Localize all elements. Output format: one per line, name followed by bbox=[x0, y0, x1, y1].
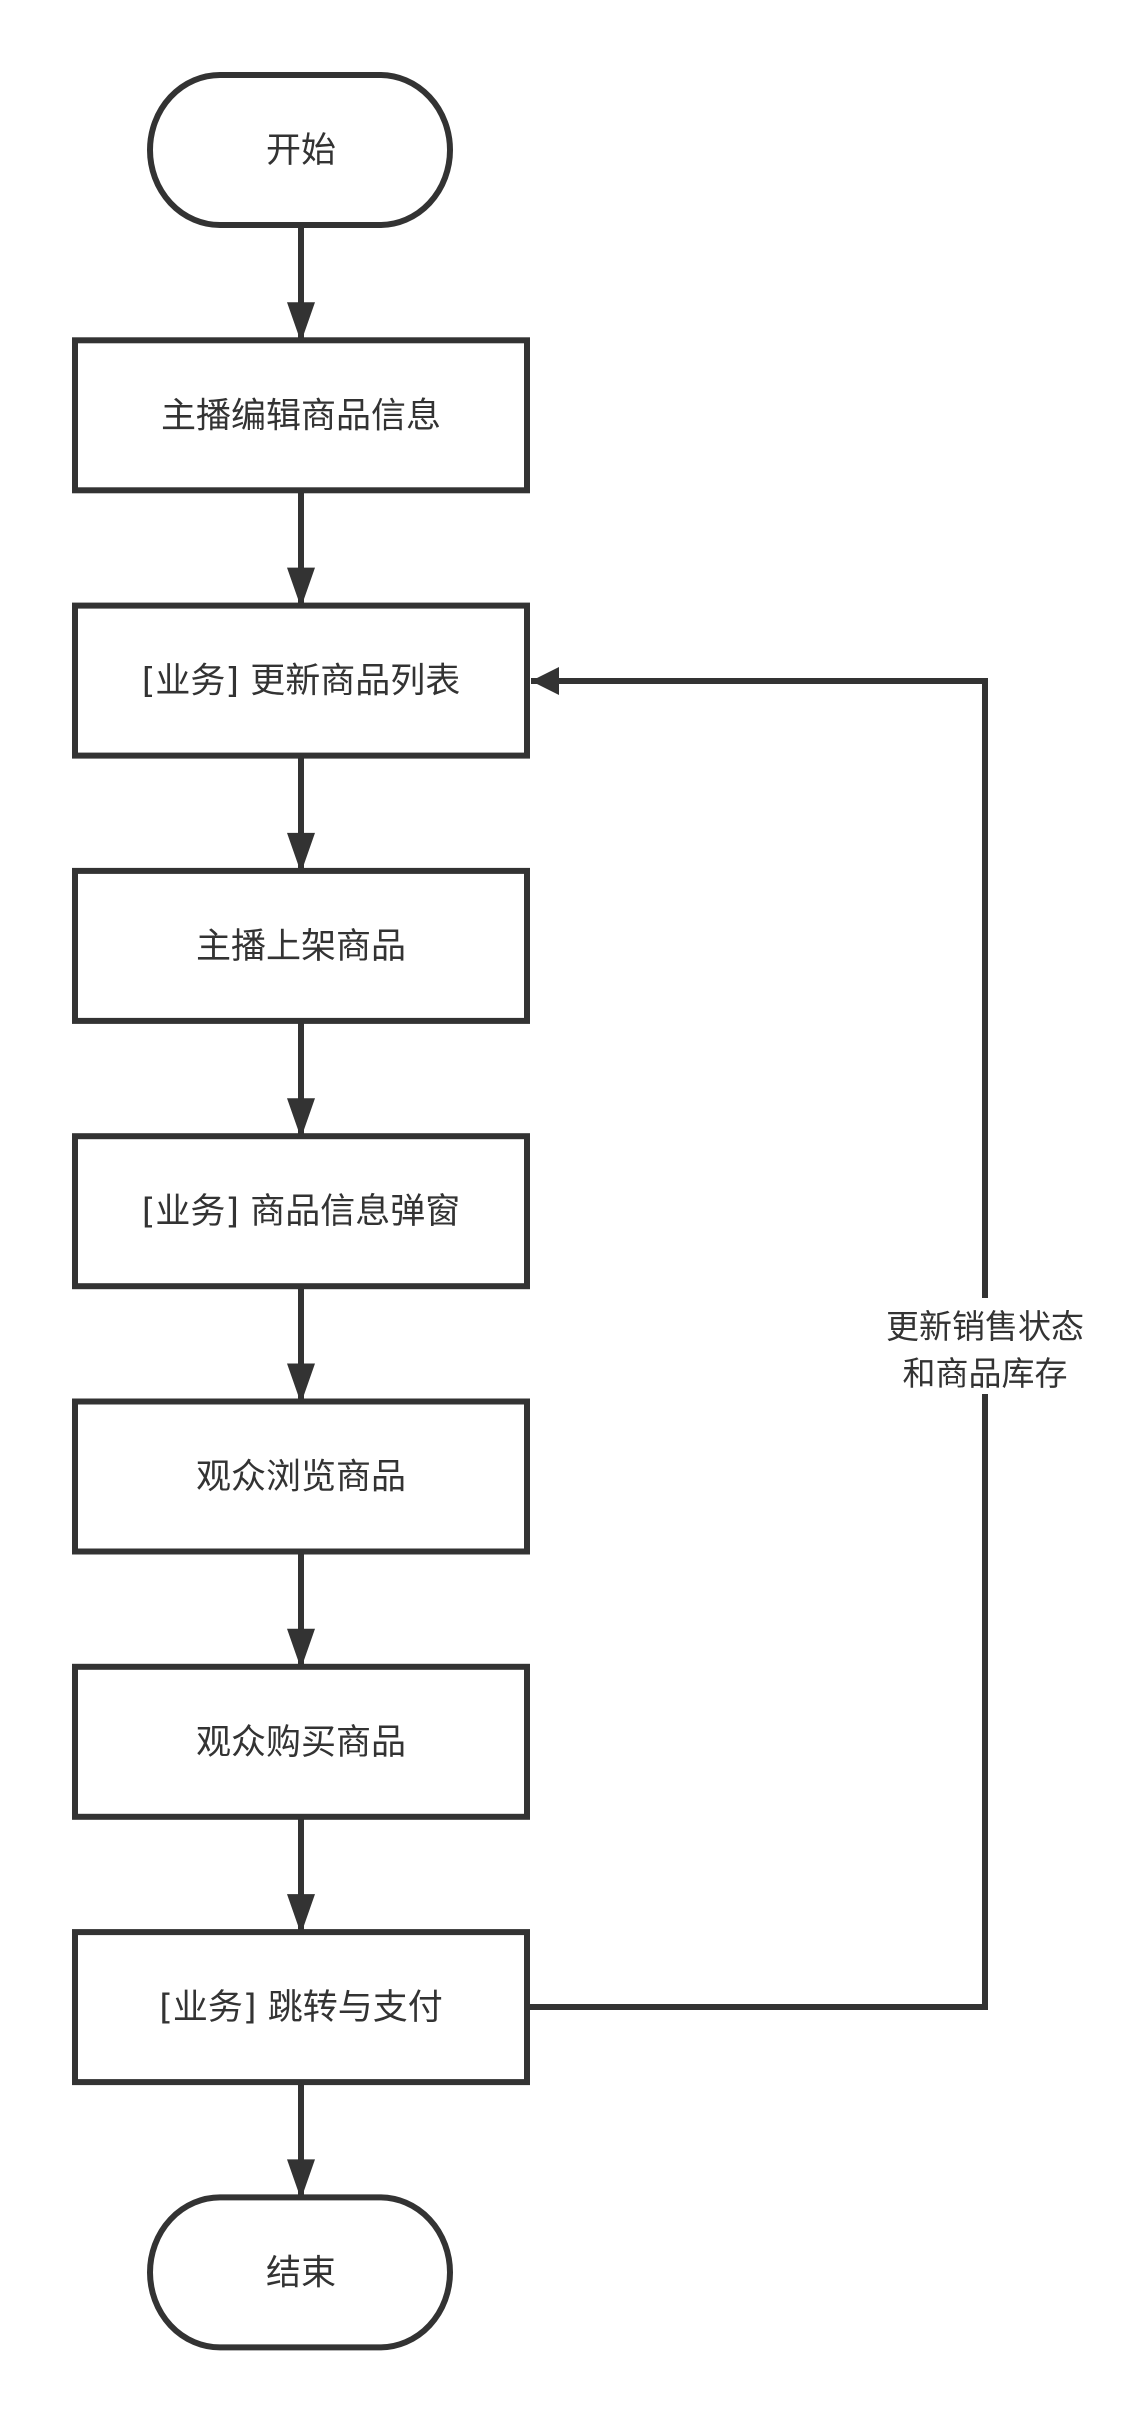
arrowhead-icon bbox=[287, 567, 315, 608]
process-box bbox=[72, 1929, 530, 2086]
arrowhead-icon bbox=[287, 832, 315, 873]
node-list-goods: 主播上架商品 bbox=[72, 867, 530, 1024]
node-browse: 观众浏览商品 bbox=[72, 1398, 530, 1555]
node-edit: 主播编辑商品信息 bbox=[72, 337, 530, 494]
loop-label-line-1: 更新销售状态 bbox=[886, 1307, 1084, 1346]
node-buy: 观众购买商品 bbox=[72, 1663, 530, 1820]
node-popup: [业务] 商品信息弹窗 bbox=[72, 1133, 530, 1290]
process-box bbox=[72, 1133, 530, 1290]
arrowhead-icon bbox=[287, 1894, 315, 1935]
arrowhead-icon bbox=[287, 1363, 315, 1404]
node-label: 主播编辑商品信息 bbox=[161, 396, 441, 436]
node-label: [业务] 跳转与支付 bbox=[159, 1988, 442, 2028]
node-label: 观众浏览商品 bbox=[196, 1458, 406, 1498]
terminator-shape bbox=[147, 72, 453, 228]
arrowhead-icon bbox=[287, 2159, 315, 2200]
loop-label-bg bbox=[860, 1298, 1110, 1394]
node-label: 主播上架商品 bbox=[196, 927, 406, 967]
process-box bbox=[72, 1398, 530, 1555]
process-box bbox=[72, 1663, 530, 1820]
loop-edge: 更新销售状态 和商品库存 bbox=[529, 667, 1110, 2010]
process-box bbox=[72, 602, 530, 759]
terminator-shape bbox=[147, 2194, 453, 2351]
arrowhead-icon bbox=[287, 1628, 315, 1669]
node-pay: [业务] 跳转与支付 bbox=[72, 1929, 530, 2086]
loop-label-line-2: 和商品库存 bbox=[903, 1354, 1068, 1393]
node-label: 结束 bbox=[266, 2253, 336, 2293]
process-box bbox=[72, 867, 530, 1024]
process-box bbox=[72, 337, 530, 494]
node-end: 结束 bbox=[147, 2194, 453, 2351]
node-start: 开始 bbox=[147, 72, 453, 228]
node-update-list: [业务] 更新商品列表 bbox=[72, 602, 530, 759]
node-label: 观众购买商品 bbox=[196, 1723, 406, 1763]
arrowhead-icon bbox=[287, 302, 315, 343]
node-label: [业务] 商品信息弹窗 bbox=[142, 1192, 460, 1232]
node-label: 开始 bbox=[266, 131, 336, 171]
arrowhead-icon bbox=[287, 1098, 315, 1139]
node-label: [业务] 更新商品列表 bbox=[142, 662, 460, 702]
